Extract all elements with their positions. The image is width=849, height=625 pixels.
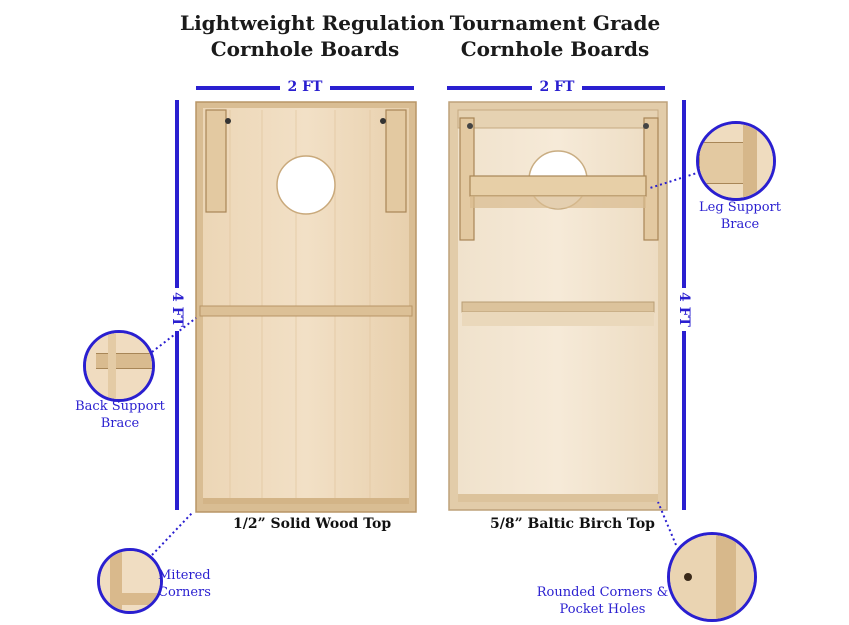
leg-support-brace-line2: Brace [720, 217, 760, 232]
back-support-brace-detail [83, 330, 155, 402]
left-width-label: 2 FT [280, 79, 330, 95]
left-board [195, 101, 417, 513]
rounded-corners-label: Rounded Corners & Pocket Holes [535, 584, 670, 618]
back-support-brace-label: Back Support Brace [70, 398, 170, 432]
right-length-label: 4 FT [676, 288, 692, 331]
left-heading-line1: Lightweight Regulation [180, 11, 445, 35]
back-support-brace-line2: Brace [100, 416, 140, 431]
right-width-label: 2 FT [532, 79, 582, 95]
rounded-corners-line2: Pocket Holes [559, 602, 646, 617]
leg-support-brace-line1: Leg Support [699, 200, 781, 215]
left-heading-line2: Cornhole Boards [210, 37, 400, 61]
leg-support-brace-detail [696, 121, 776, 201]
right-heading-line2: Cornhole Boards [460, 37, 650, 61]
left-board-heading: Lightweight Regulation Cornhole Boards [180, 10, 445, 62]
right-heading-line1: Tournament Grade [449, 11, 661, 35]
leg-support-brace-label: Leg Support Brace [690, 199, 790, 233]
left-length-label: 4 FT [169, 288, 185, 331]
right-board [448, 101, 668, 511]
rounded-corners-line1: Rounded Corners & [536, 585, 669, 600]
back-support-brace-line1: Back Support [75, 399, 165, 414]
mitered-corners-label: Mitered Corners [158, 567, 222, 601]
mitered-corners-detail [97, 548, 163, 614]
right-top-caption: 5/8” Baltic Birch Top [490, 516, 655, 532]
right-board-heading: Tournament Grade Cornhole Boards [440, 10, 670, 62]
mitered-corners-line2: Corners [158, 585, 211, 600]
mitered-corners-line1: Mitered [158, 568, 211, 583]
left-top-caption: 1/2” Solid Wood Top [233, 516, 392, 532]
rounded-corners-detail [667, 532, 757, 622]
